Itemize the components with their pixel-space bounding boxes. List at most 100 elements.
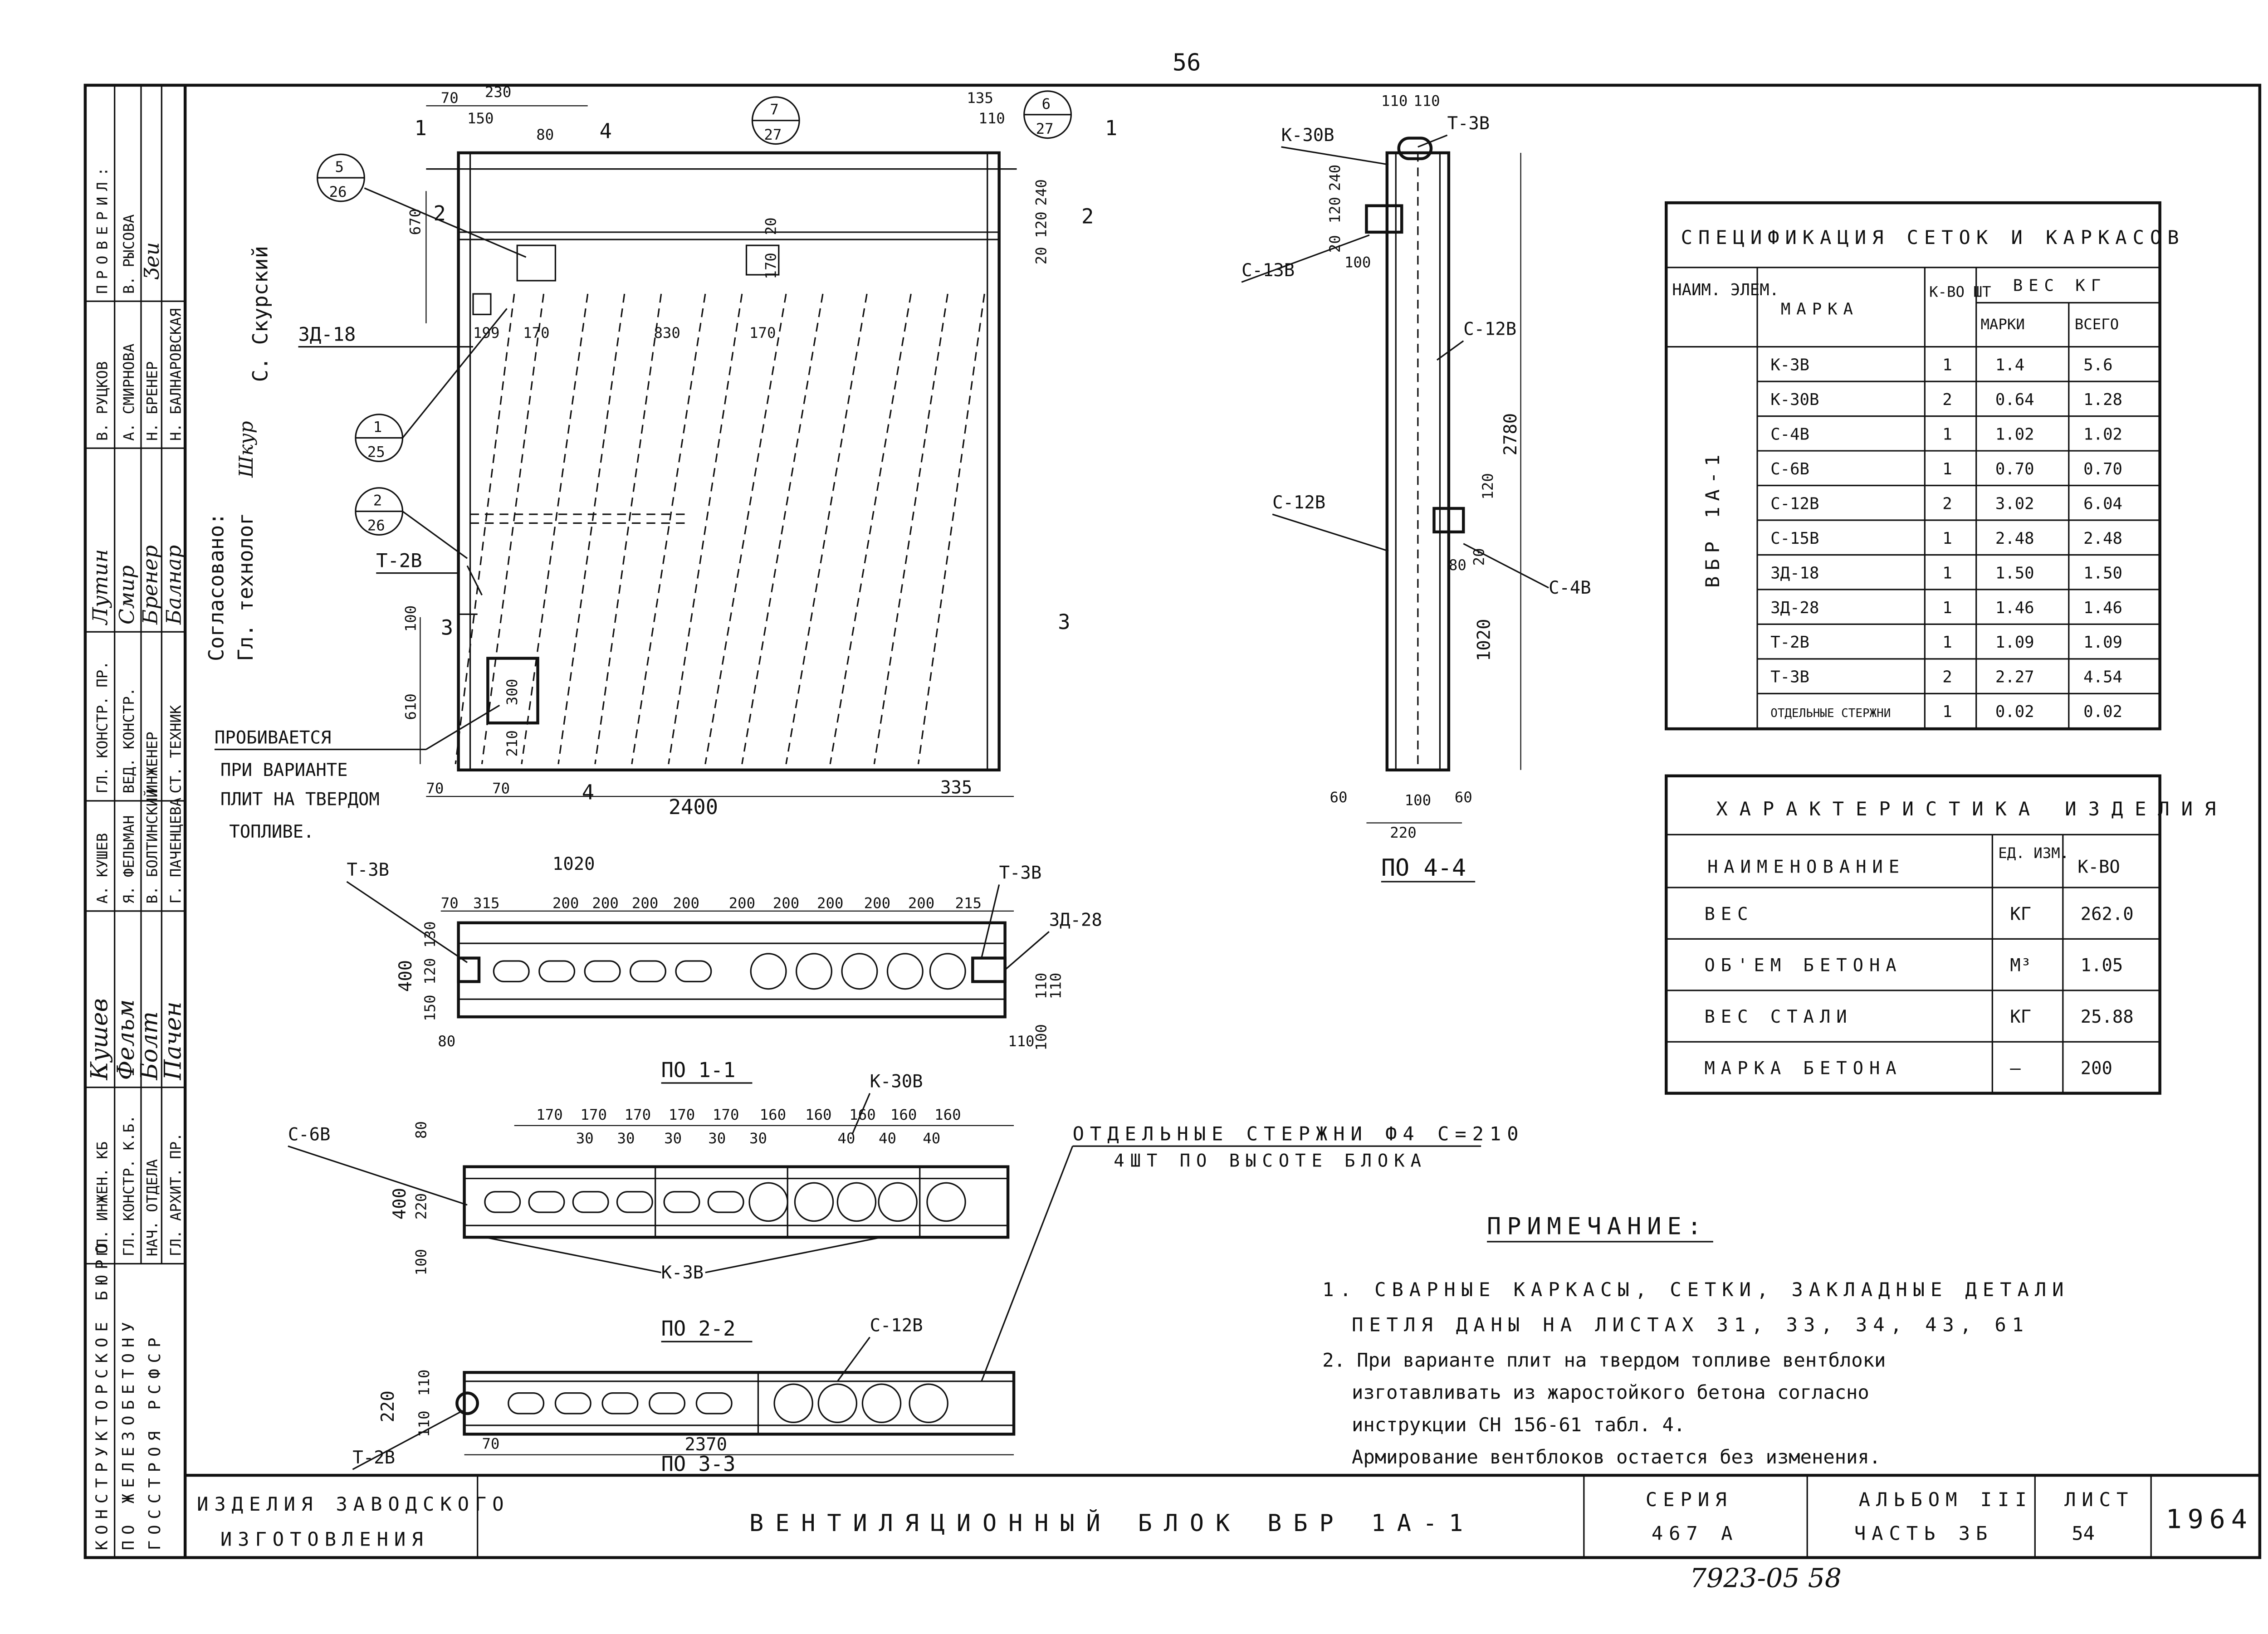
char-row-qty: 200 xyxy=(2081,1058,2112,1079)
svg-text:220: 220 xyxy=(1390,824,1416,841)
spec-row-total: 1.50 xyxy=(2083,564,2122,582)
spec-row-qty: 2 xyxy=(1942,668,1952,687)
svg-text:200: 200 xyxy=(592,894,618,912)
svg-text:170: 170 xyxy=(669,1106,695,1123)
label-s12v-right: С-12В xyxy=(1463,319,1516,340)
label-zd18: ЗД-18 xyxy=(298,323,356,346)
svg-text:30: 30 xyxy=(664,1130,682,1147)
char-row-qty: 25.88 xyxy=(2081,1007,2134,1027)
svg-text:Ӡеи: Ӡеи xyxy=(140,242,164,280)
approved-role: Гл. технолог xyxy=(234,512,258,661)
notes-block: ПРИМЕЧАНИЕ: 1. СВАРНЫЕ КАРКАСЫ, СЕТКИ, З… xyxy=(1322,1213,2063,1468)
svg-text:200: 200 xyxy=(908,894,934,912)
spec-row-weight: 0.64 xyxy=(1995,390,2034,409)
label-t2v-top: Т-2В xyxy=(376,550,422,572)
section-3-3: С-12В 220 110 110 Т-2В 70 2370 ПО 3-3 xyxy=(352,1316,1016,1476)
char-h-name: НАИМЕНОВАНИЕ xyxy=(1707,857,1905,878)
svg-text:200: 200 xyxy=(552,894,579,912)
svg-text:215: 215 xyxy=(955,894,981,912)
pierced-note-2: ПРИ ВАРИАНТЕ xyxy=(220,760,348,780)
char-row-unit: – xyxy=(2010,1058,2021,1079)
char-row-name: ВЕС xyxy=(1704,904,1754,924)
svg-text:40: 40 xyxy=(879,1130,896,1147)
dim-220: 220 xyxy=(378,1390,398,1422)
album-value: ЧАСТЬ 3Б xyxy=(1854,1522,1993,1545)
rods-note-2: 4ШТ ПО ВЫСОТЕ БЛОКА xyxy=(1114,1151,1427,1171)
archive-number: 7923-05 58 xyxy=(1690,1562,1842,1593)
dim-335: 335 xyxy=(940,778,972,798)
spec-row-qty: 1 xyxy=(1942,529,1952,548)
svg-text:100: 100 xyxy=(1344,254,1371,271)
svg-text:130: 130 xyxy=(421,921,439,947)
spec-row-qty: 2 xyxy=(1942,390,1952,409)
label-zd28: ЗД-28 xyxy=(1049,910,1102,930)
label-section-22: ПО 2-2 xyxy=(661,1317,736,1341)
char-h-qty: К-ВО xyxy=(2077,857,2120,878)
spec-row-qty: 1 xyxy=(1942,702,1952,721)
label-section-33: ПО 3-3 xyxy=(661,1452,736,1476)
svg-text:120: 120 xyxy=(1326,197,1344,223)
spec-row-total: 1.46 xyxy=(2083,599,2122,617)
section-2-2: 170 170 170 170 170 160 160 160 160 160 … xyxy=(288,1072,1014,1342)
svg-text:70: 70 xyxy=(441,89,459,107)
notes-title: ПРИМЕЧАНИЕ: xyxy=(1487,1213,1707,1240)
rods-note: ОТДЕЛЬНЫЕ СТЕРЖНИ Ф4 С=210 4ШТ ПО ВЫСОТЕ… xyxy=(981,1122,1519,1382)
spec-row-weight: 0.70 xyxy=(1995,460,2034,478)
svg-text:110: 110 xyxy=(1008,1033,1034,1050)
page-number: 56 xyxy=(1173,49,1201,77)
svg-text:160: 160 xyxy=(805,1106,831,1123)
svg-text:30: 30 xyxy=(617,1130,635,1147)
svg-text:Пачен: Пачен xyxy=(159,1001,186,1080)
svg-text:4: 4 xyxy=(600,119,612,143)
svg-text:170: 170 xyxy=(749,324,776,341)
sig-role-5: ГЛ. ИНЖЕН. КБ xyxy=(93,1141,111,1256)
year: 1964 xyxy=(2166,1504,2253,1535)
svg-text:80: 80 xyxy=(412,1121,430,1139)
signature-strip: ПРОВЕРИЛ: В. РЫСОВА Ӡеи В. РУЦКОВ А. СМИ… xyxy=(85,85,186,1558)
sig-name-7: В. БОЛТИНСКИЙ xyxy=(144,789,161,903)
label-k30v: К-30В xyxy=(1281,125,1334,146)
label-s6v: С-6В xyxy=(288,1124,331,1145)
approved-label: Согласовано: xyxy=(204,512,228,661)
char-row-qty: 1.05 xyxy=(2081,956,2123,976)
label-k3v: К-3В xyxy=(661,1263,704,1283)
svg-text:135: 135 xyxy=(967,89,993,107)
spec-row-weight: 2.27 xyxy=(1995,668,2034,687)
svg-text:210: 210 xyxy=(503,730,521,756)
svg-text:27: 27 xyxy=(764,126,782,143)
sig-role-6: ГЛ. КОНСТР. К.Б. xyxy=(120,1115,137,1256)
label-k30v-plan: К-30В xyxy=(870,1072,923,1092)
spec-row-total: 6.04 xyxy=(2083,494,2122,513)
svg-text:110: 110 xyxy=(1047,973,1065,999)
album-label: АЛЬБОМ III xyxy=(1859,1488,2033,1511)
svg-text:30: 30 xyxy=(576,1130,594,1147)
svg-text:Болт: Болт xyxy=(136,1011,163,1080)
sig-role-1: ГЛ. КОНСТР. ПР. xyxy=(93,661,111,793)
svg-text:200: 200 xyxy=(773,894,799,912)
spec-row-qty: 1 xyxy=(1942,564,1952,582)
svg-text:25: 25 xyxy=(367,444,385,461)
svg-text:120: 120 xyxy=(1479,473,1496,499)
char-row-unit: КГ xyxy=(2010,904,2031,924)
svg-text:26: 26 xyxy=(367,517,385,534)
sig-name-5: А. КУШЕВ xyxy=(93,833,111,904)
svg-text:170: 170 xyxy=(523,324,549,341)
svg-text:20: 20 xyxy=(762,217,779,235)
svg-text:160: 160 xyxy=(890,1106,917,1123)
spec-row-qty: 2 xyxy=(1942,494,1952,513)
svg-text:Бренер: Бренер xyxy=(138,545,162,625)
dim-2370: 2370 xyxy=(684,1434,727,1455)
spec-row-mark: С-4В xyxy=(1770,425,1809,444)
svg-text:160: 160 xyxy=(760,1106,786,1123)
spec-h-wmark: МАРКИ xyxy=(1980,316,2024,333)
svg-text:110: 110 xyxy=(415,1370,433,1396)
note-line-2: ПЕТЛЯ ДАНЫ НА ЛИСТАХ 31, 33, 34, 43, 61 xyxy=(1352,1314,2029,1336)
sig-name-3: Н. БРЕНЕР xyxy=(144,361,161,441)
spec-row-qty: 1 xyxy=(1942,425,1952,444)
sig-name-8: Г. ПАЧЕНЦЕВА xyxy=(167,798,184,904)
spec-row-weight: 2.48 xyxy=(1995,529,2034,548)
spec-row-weight: 1.02 xyxy=(1995,425,2034,444)
approved-name: С. Скурский xyxy=(249,246,273,382)
svg-text:300: 300 xyxy=(503,679,521,705)
